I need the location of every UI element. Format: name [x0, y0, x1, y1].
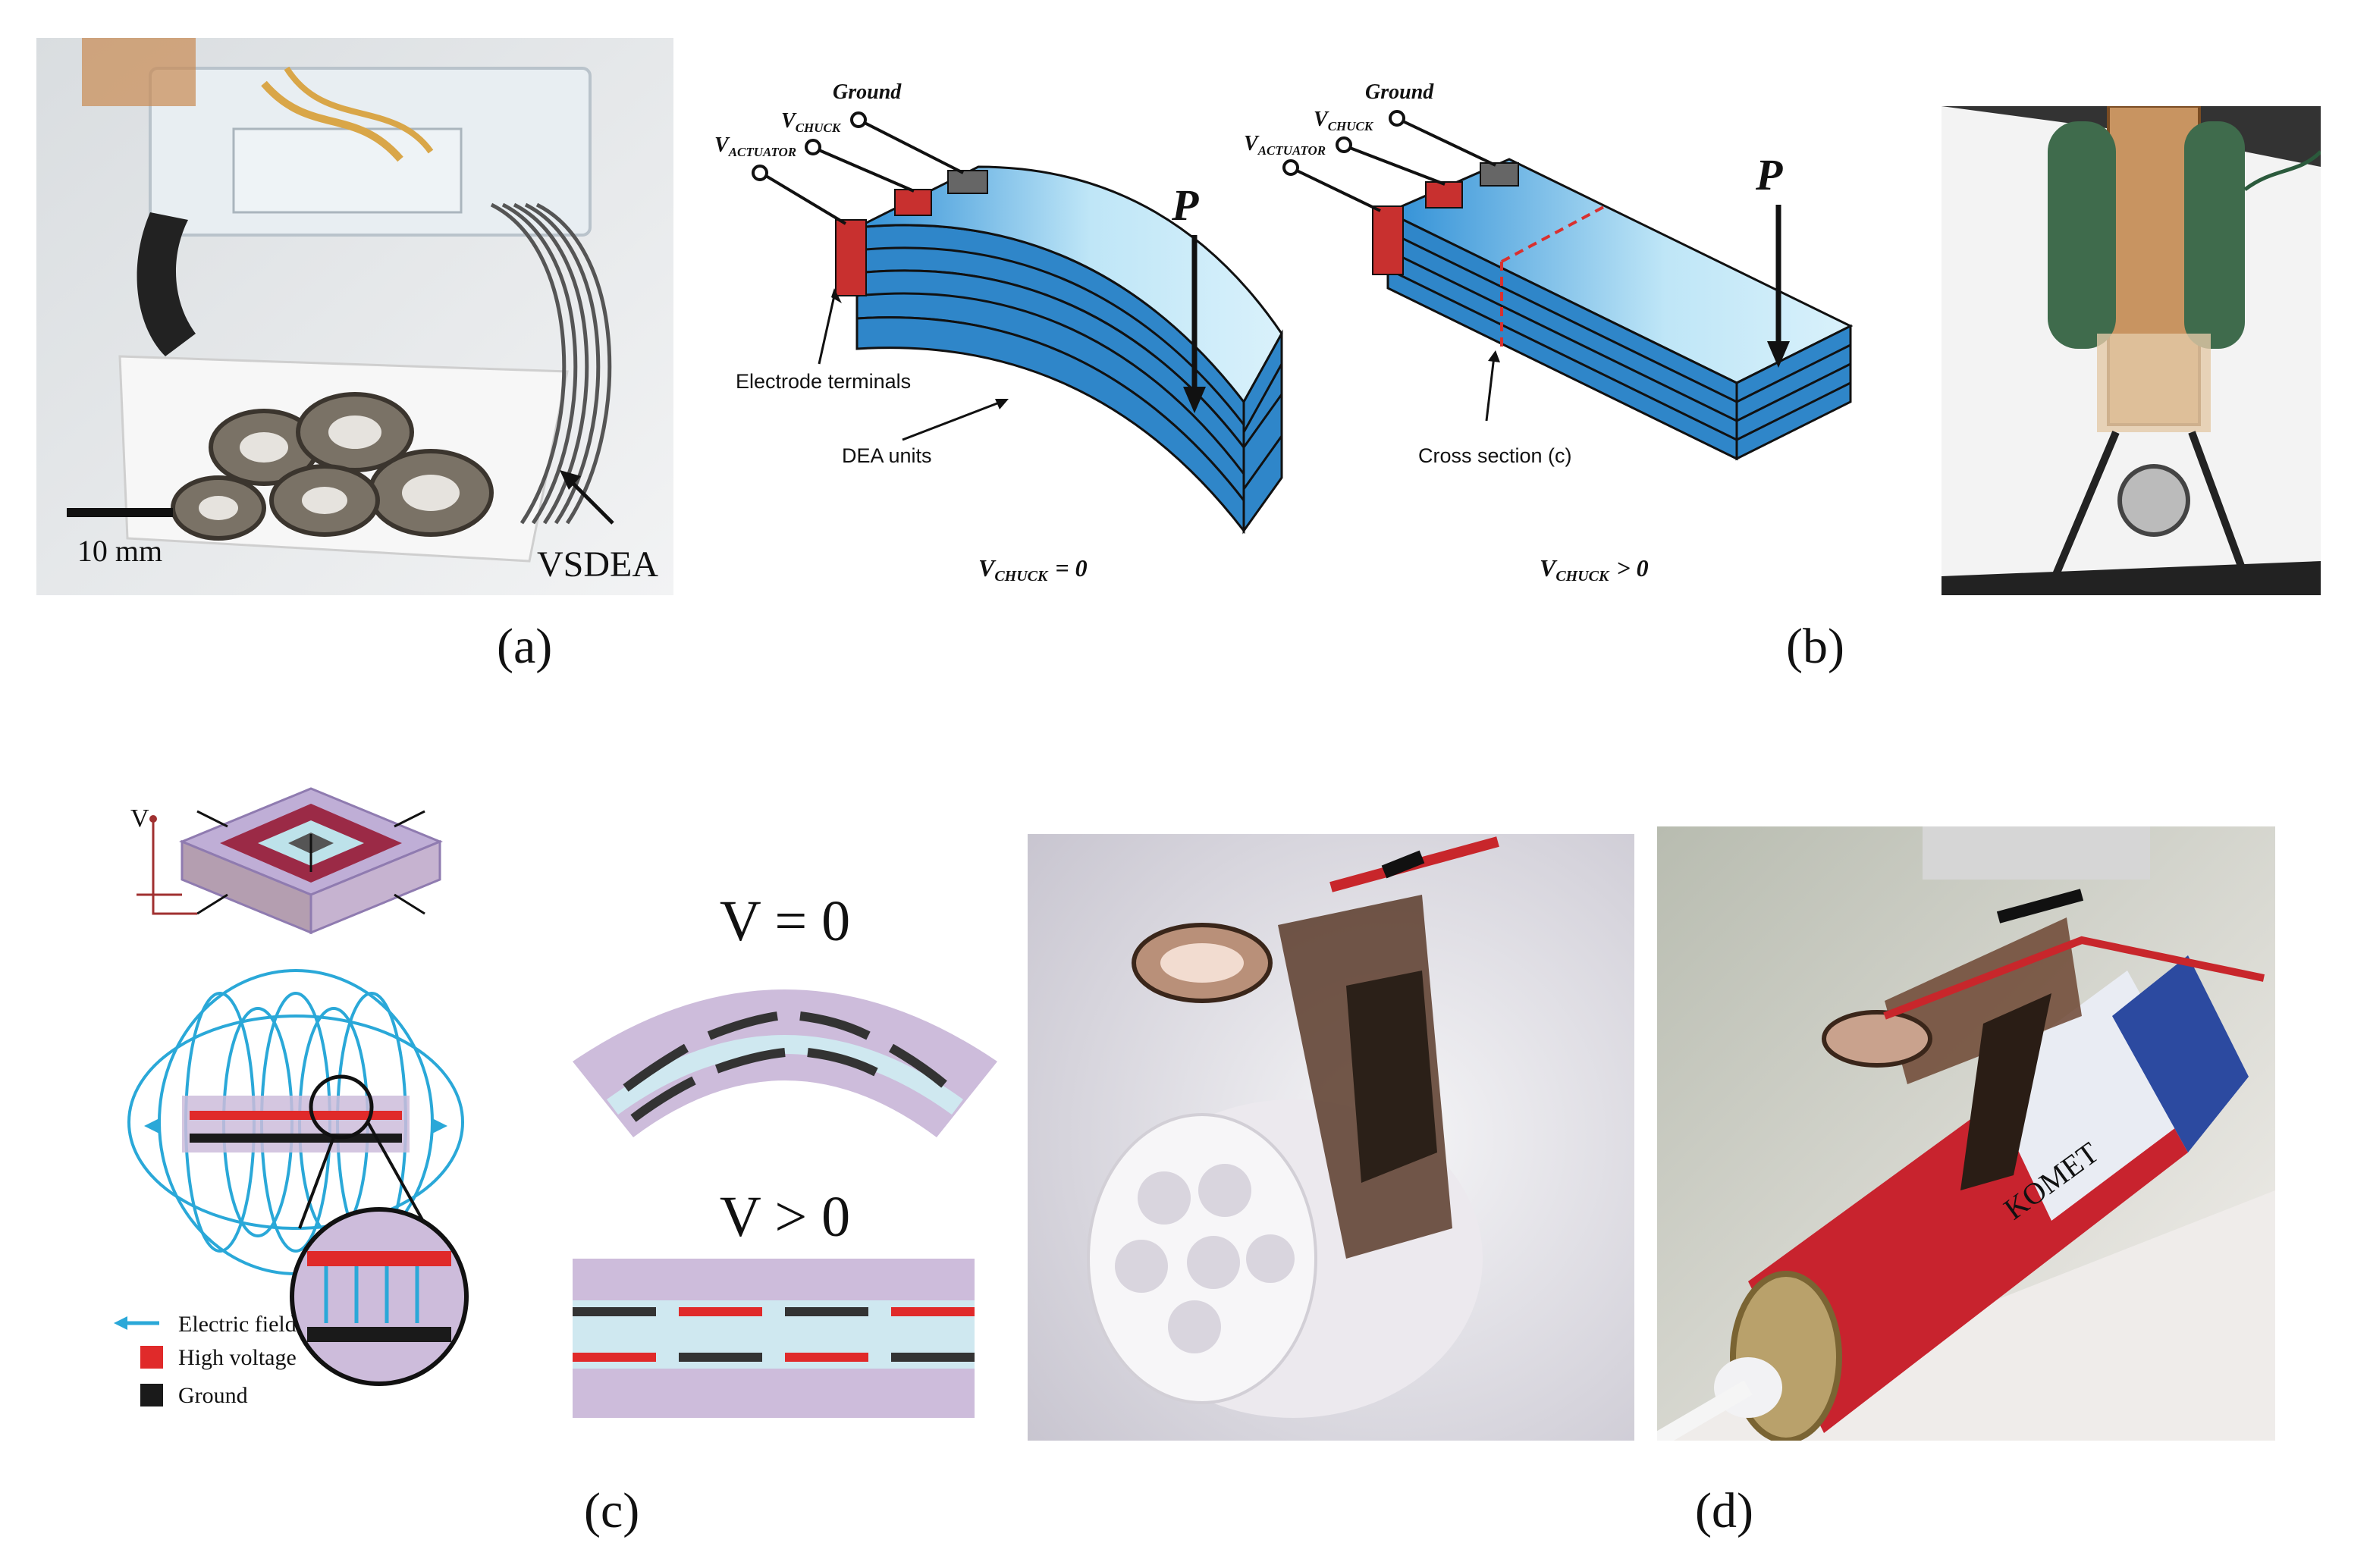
panel-d-photo-right: KOMET	[1657, 826, 2275, 1441]
v-actuator-label-left: VACTUATOR	[714, 133, 796, 159]
panel-label-d: (d)	[1695, 1483, 1753, 1538]
condition-right: VCHUCK> 0	[1540, 554, 1649, 585]
v-chuck-label-right: VCHUCK	[1314, 108, 1374, 133]
legend: Electric field High voltage Ground	[114, 1312, 297, 1408]
legend-ground: Ground	[178, 1383, 248, 1408]
voltage-label: V	[130, 804, 149, 833]
legend-electric-field: Electric field	[178, 1312, 297, 1337]
vsdea-label: VSDEA	[537, 544, 658, 585]
electrode-terminals-label: Electrode terminals	[736, 370, 911, 393]
magnified-view	[290, 1207, 469, 1386]
cross-section-line	[1500, 203, 1609, 349]
ground-label-left: Ground	[833, 80, 902, 104]
scale-bar-label: 10 mm	[77, 534, 162, 568]
scale-bar	[67, 508, 173, 517]
curved-electrodes	[623, 1011, 947, 1122]
terminal-ground	[947, 170, 988, 194]
ground-label-right: Ground	[1365, 80, 1434, 104]
panel-label-a: (a)	[497, 619, 553, 674]
komet-can: KOMET	[1714, 955, 2249, 1441]
bent-dea-stack	[855, 165, 1283, 535]
terminal-chuck	[894, 189, 932, 216]
condition-left: VCHUCK= 0	[978, 554, 1088, 585]
panel-b-schematic: Ground VCHUCK VACTUATOR P Electrode term…	[714, 80, 1854, 585]
panel-d-photo-left	[1028, 834, 1634, 1441]
panel-label-c: (c)	[584, 1483, 640, 1538]
v-chuck-label-left: VCHUCK	[781, 109, 842, 135]
v-actuator-label-right: VACTUATOR	[1244, 132, 1326, 158]
load-label-right: P	[1755, 150, 1783, 199]
load-label-left: P	[1171, 180, 1199, 230]
panel-c-state-diagram: V = 0 V > 0	[573, 889, 997, 1418]
panel-a-photo: 10 mm VSDEA	[36, 38, 673, 595]
cross-section-label: Cross section (c)	[1418, 444, 1572, 467]
flat-electrodes	[573, 1307, 975, 1362]
panel-label-b: (b)	[1786, 619, 1844, 674]
state-bottom-label: V > 0	[720, 1185, 850, 1249]
panel-c-field-diagram: V Electric field High voltage Groun	[114, 787, 469, 1408]
panel-b-photo	[1942, 106, 2321, 595]
state-top-label: V = 0	[720, 889, 850, 953]
vsdea-arrow	[566, 476, 614, 525]
legend-high-voltage: High voltage	[178, 1345, 297, 1370]
dea-units-label: DEA units	[842, 444, 932, 467]
terminal-actuator	[835, 219, 867, 296]
straight-dea-stack	[1385, 158, 1854, 461]
